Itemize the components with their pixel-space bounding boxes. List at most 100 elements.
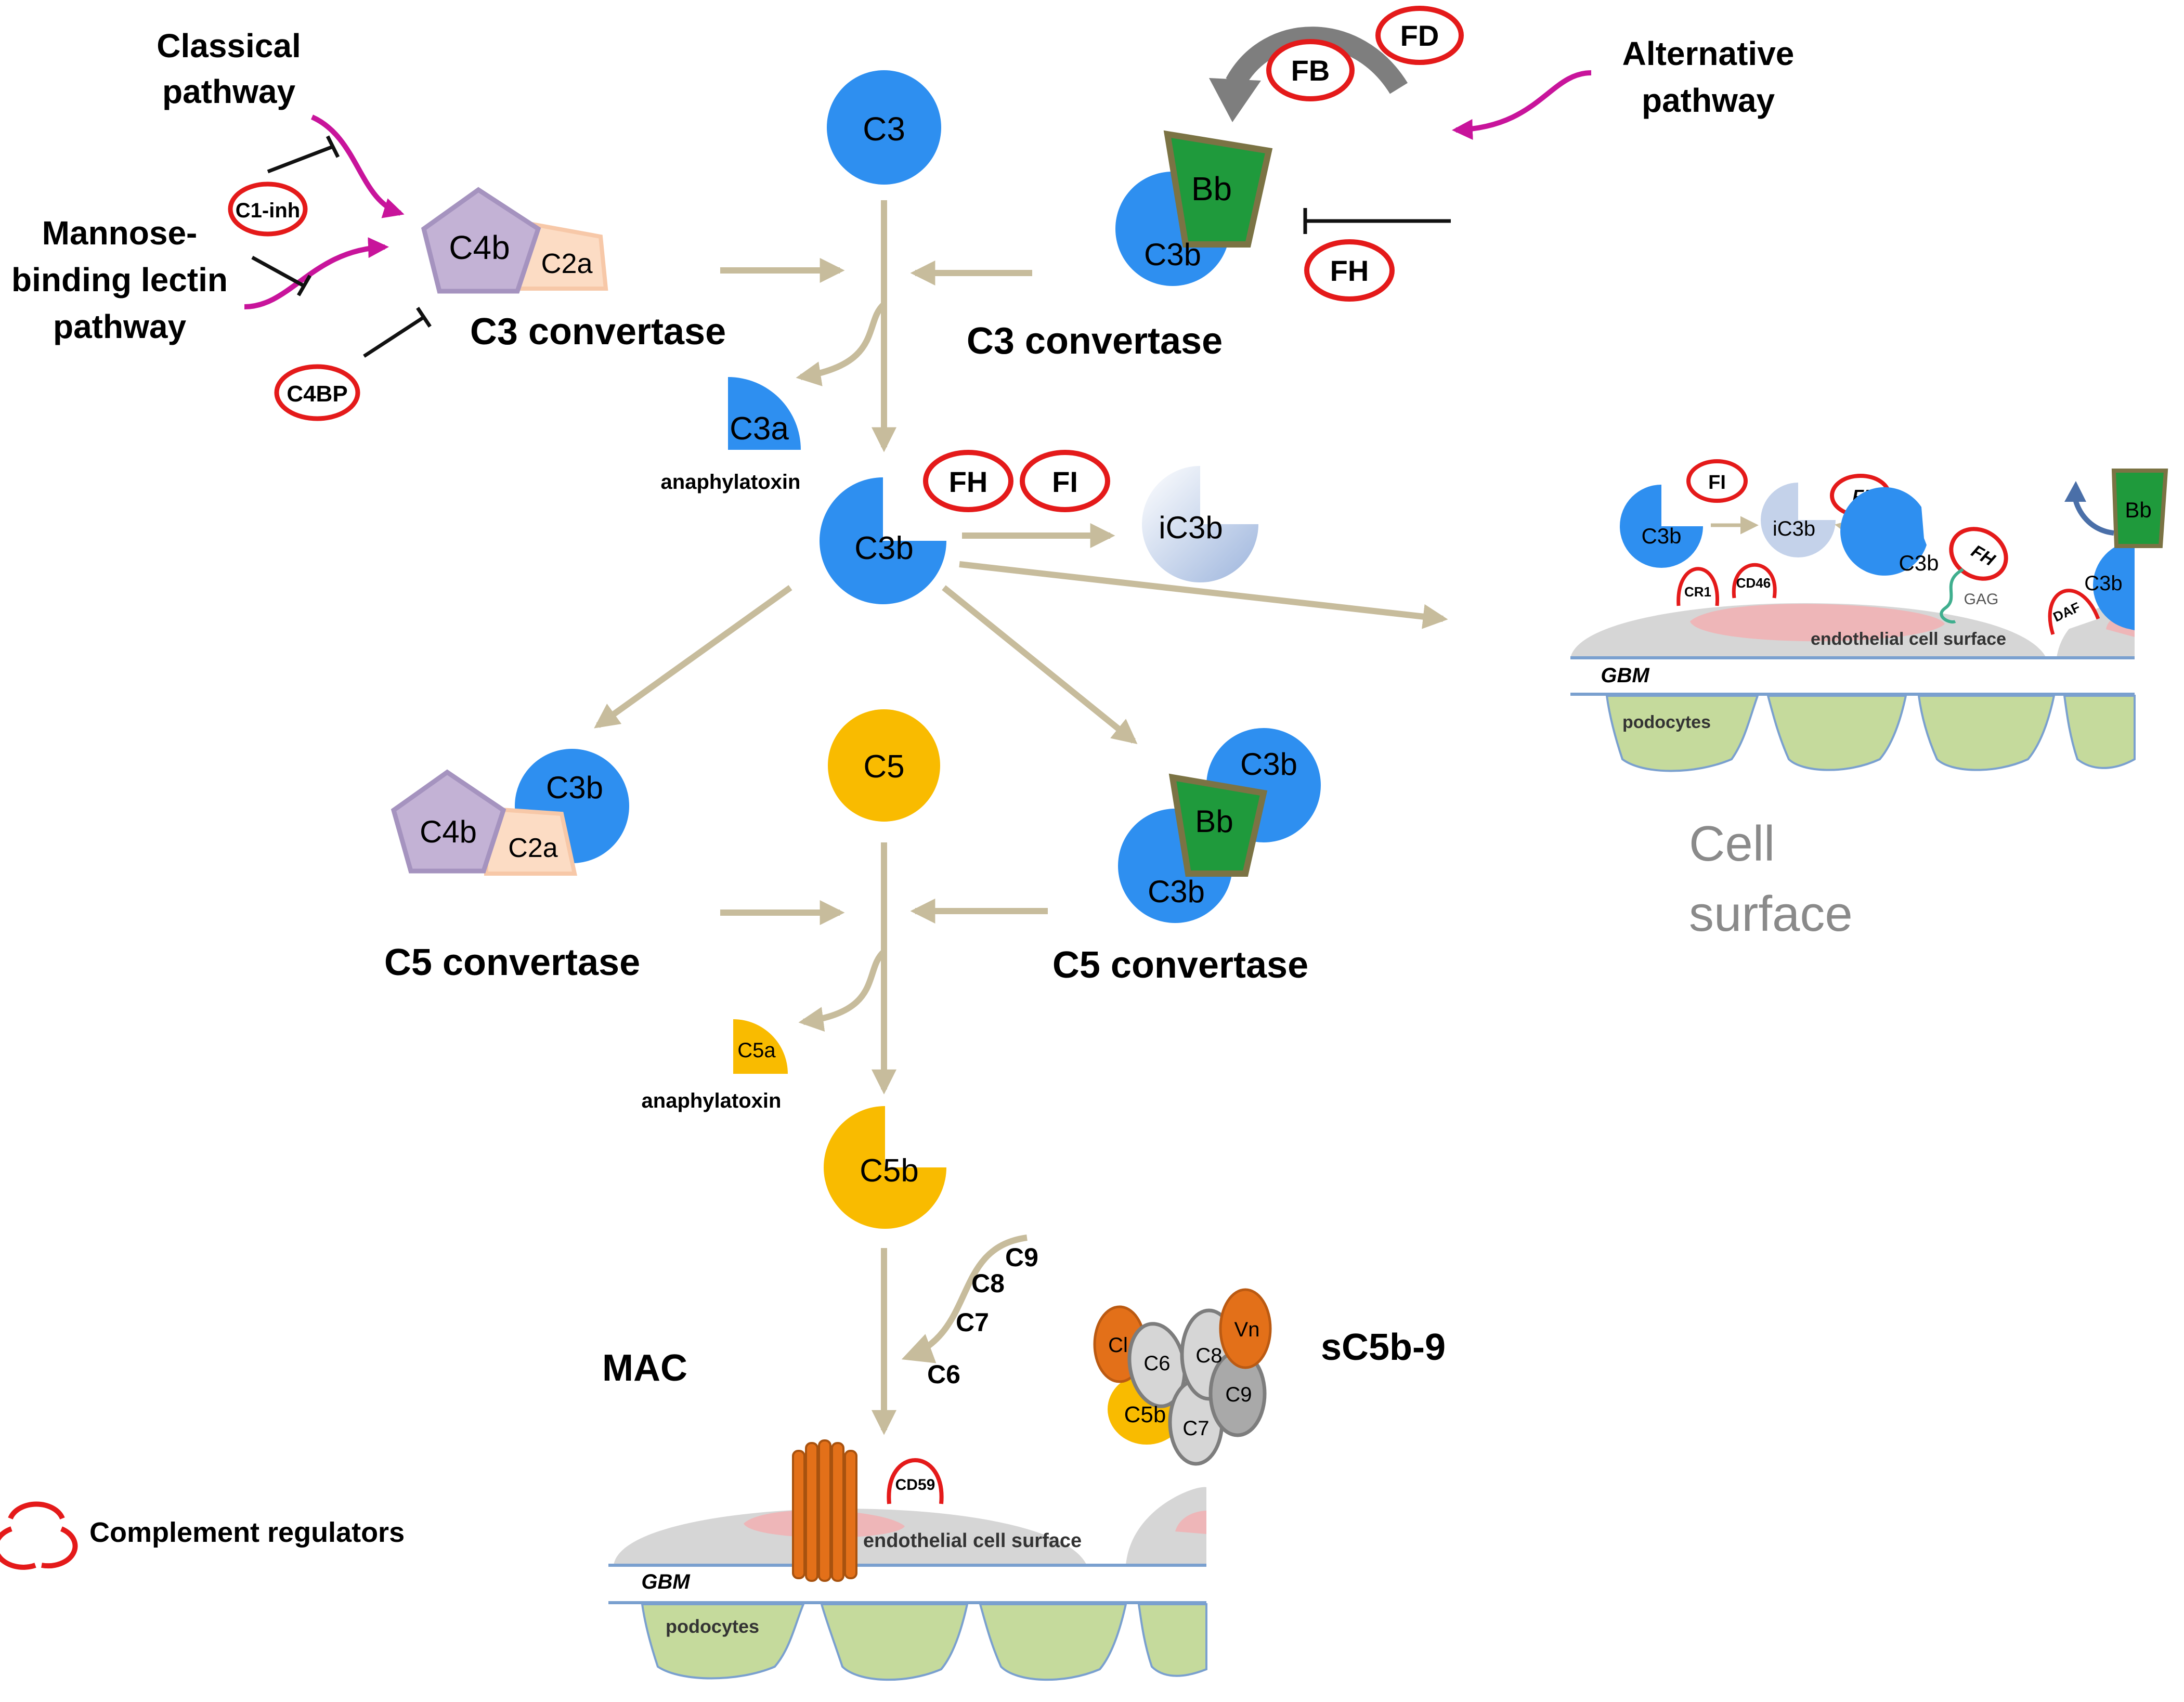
c7-label: C7 (956, 1308, 989, 1337)
c5-convertase-classical: C3b C4b C2a (391, 749, 629, 876)
alt-c5-bb-label: Bb (1195, 804, 1233, 839)
right-podocytes-label: podocytes (1622, 712, 1711, 732)
c5a-shape (733, 1019, 788, 1074)
cs-ic3b-shape (1761, 483, 1836, 557)
mac-label: MAC (602, 1347, 687, 1389)
c3b-central-shape (820, 477, 946, 604)
cs-ic3b-label: iC3b (1773, 517, 1815, 540)
cs-gag-label: GAG (1964, 591, 1999, 608)
c5b-shape (824, 1106, 946, 1229)
cs-bb-label: Bb (2125, 498, 2151, 522)
fh-central-regulator: FH (923, 450, 1013, 512)
classical-pathway-arrow (310, 114, 405, 218)
c1inh-regulator: C1-inh (228, 181, 308, 237)
c1inh-inhibition-lines (251, 135, 432, 358)
cs-fh-regulator: FH (1949, 527, 2008, 581)
mac-endothelium-right (1126, 1487, 1206, 1565)
legend-regulator-icon-right (41, 1526, 78, 1569)
right-podocyte-1 (1605, 695, 1759, 772)
fi-central-label: FI (1052, 465, 1078, 498)
c5a-anaphylatoxin-label: anaphylatoxin (642, 1089, 782, 1112)
c3a-shape (728, 377, 801, 450)
legend-regulator-icon-left (0, 1526, 36, 1570)
classical-c5-c4b-shape (391, 769, 506, 874)
lectin-pathway-label-3: pathway (53, 308, 186, 345)
sc5b9-c8-label: C8 (1195, 1344, 1222, 1367)
right-gbm-label: GBM (1601, 664, 1650, 687)
legend-label: Complement regulators (89, 1517, 405, 1548)
fd-regulator: FD (1375, 6, 1464, 65)
c3-convertase-alternative-label: C3 convertase (967, 320, 1223, 362)
c5-convertase-classical-label: C5 convertase (384, 942, 640, 983)
sc5b9-c9-label: C9 (1225, 1383, 1252, 1406)
sc5b9-c6-label: C6 (1143, 1352, 1170, 1375)
cs-c3b-left-label: C3b (1641, 524, 1681, 548)
c4b-shape (421, 187, 541, 294)
right-podocyte-3 (1917, 695, 2056, 771)
cs-daf-regulator (2048, 589, 2100, 635)
lectin-pathway-label-2: binding lectin (11, 261, 228, 298)
ic3b-shape (1142, 466, 1258, 582)
classical-c5-c3b-label: C3b (546, 770, 603, 805)
c6-c9-joining-arrow (901, 1235, 1028, 1363)
c5-convertase-alternative-label: C5 convertase (1052, 944, 1308, 986)
c2a-label: C2a (541, 248, 593, 279)
cs-c3b-right-shape (1840, 487, 1927, 576)
alt-bb-label: Bb (1191, 170, 1232, 207)
alt-c3b-label: C3b (1144, 237, 1201, 272)
fh-alt-regulator: FH (1304, 239, 1395, 302)
right-podocyte-4 (2063, 695, 2136, 769)
mac-gbm-label: GBM (641, 1570, 691, 1593)
cs-fi-left-label: FI (1708, 472, 1726, 493)
fb-regulator: FB (1266, 39, 1355, 101)
cs-gag-chain (1940, 568, 1964, 623)
alt-c5-c3b-bottom-label: C3b (1148, 874, 1205, 909)
mac-podocyte-3 (979, 1603, 1127, 1681)
cell-surface-title-2: surface (1689, 886, 1853, 942)
mac-endothelium-pink-right (1175, 1511, 1206, 1534)
fi-central-regulator: FI (1020, 450, 1110, 512)
c3-circle (827, 70, 941, 185)
c9-label: C9 (1005, 1243, 1038, 1272)
mac-cell-surface: GBM podocytes endothelial cell surface C… (608, 1439, 1207, 1681)
fh-central-label: FH (949, 465, 988, 498)
c8-label: C8 (971, 1269, 1005, 1298)
c3-convertase-classical: C4b C2a (421, 187, 608, 294)
right-endothelial-label: endothelial cell surface (1811, 629, 2006, 649)
classical-c5-c2a-label: C2a (508, 833, 557, 863)
cell-surface-title-1: Cell (1689, 816, 1775, 872)
alternative-pathway-label-1: Alternative (1622, 35, 1795, 72)
c3b-central-label: C3b (854, 530, 914, 566)
classical-pathway-label-1: Classical (157, 27, 301, 64)
fb-label: FB (1291, 54, 1330, 87)
alternative-pathway-label-2: pathway (1642, 82, 1775, 119)
mac-podocyte-1 (641, 1603, 805, 1680)
c3-convertase-classical-label: C3 convertase (470, 311, 726, 353)
c3b-to-alternative-c5-convertase-arrow (942, 585, 1138, 745)
mac-endothelial-label: endothelial cell surface (863, 1530, 1082, 1552)
cs-cr1-regulator (1676, 567, 1719, 606)
c4b-label: C4b (449, 229, 510, 266)
mac-podocyte-2 (820, 1603, 969, 1681)
c3b-to-classical-c5-convertase-arrow (594, 585, 792, 729)
right-cell-surface: GBM podocytes endothelial cell surface C… (1570, 459, 2168, 772)
cs-fi-left-regulator: FI (1686, 459, 1748, 503)
cs-bb-shape (2111, 469, 2168, 548)
cs-cr1-label: CR1 (1684, 584, 1711, 600)
c3-convertase-alternative: Bb C3b (1115, 130, 1273, 286)
mac-podocytes-label: podocytes (666, 1616, 759, 1637)
mac-pore (792, 1439, 857, 1582)
c3-label: C3 (863, 110, 905, 148)
c3a-cleavage-arrow (796, 302, 887, 386)
sc5b9-vn-label: Vn (1234, 1318, 1260, 1341)
lectin-pathway-arrow (244, 237, 389, 309)
alt-bb-shape (1163, 130, 1273, 248)
classical-c5-c4b-label: C4b (420, 814, 477, 849)
classical-pathway-label-2: pathway (162, 73, 295, 110)
c5b-label: C5b (860, 1153, 919, 1189)
mac-podocyte-4 (1137, 1603, 1207, 1677)
c3a-anaphylatoxin-label: anaphylatoxin (661, 471, 801, 493)
sc5b9-c5b-label: C5b (1124, 1402, 1166, 1427)
ic3b-label: iC3b (1159, 510, 1223, 545)
